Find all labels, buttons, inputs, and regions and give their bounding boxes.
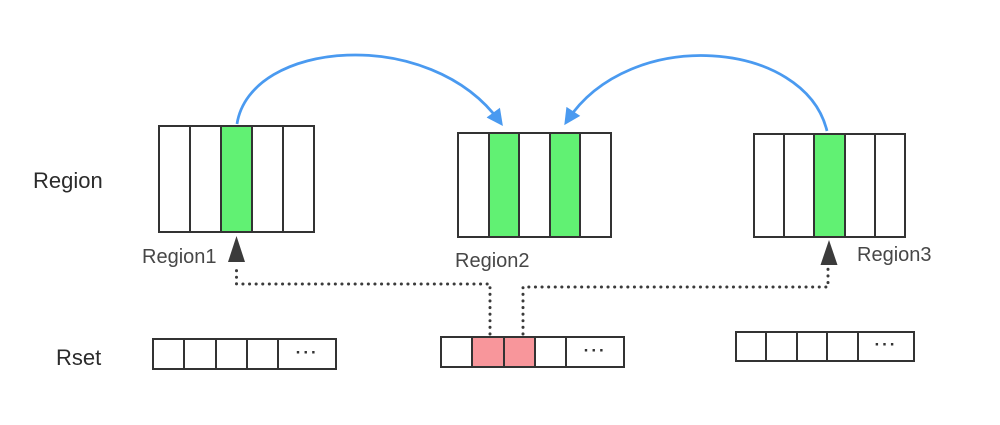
cell-white <box>159 126 190 232</box>
cell-dots: ··· <box>566 337 625 367</box>
region1-box <box>158 125 315 233</box>
cell-dots: ··· <box>278 339 337 369</box>
up-arrowhead-region3-icon <box>820 240 838 265</box>
region1-label: Region1 <box>142 246 217 268</box>
cell-red <box>503 337 535 367</box>
cell-white <box>534 337 567 367</box>
cell-white <box>874 134 906 237</box>
cell-white <box>246 339 279 369</box>
cell-white <box>827 332 858 361</box>
cell-white <box>458 133 489 237</box>
region2-label: Region2 <box>455 250 530 272</box>
rset-pointer-to-region3 <box>521 264 830 336</box>
cell-white <box>441 337 473 367</box>
cell-white <box>283 126 314 232</box>
cell-white <box>252 126 283 232</box>
cell-white <box>784 134 815 237</box>
reference-arrow-region3-to-region2 <box>564 54 829 132</box>
cell-white <box>153 339 185 369</box>
cell-green <box>488 133 520 237</box>
cell-white <box>580 133 611 237</box>
cell-white <box>796 332 828 361</box>
cell-white <box>184 339 216 369</box>
cell-white <box>754 134 785 237</box>
cell-white <box>766 332 797 361</box>
rset1-box: ··· <box>152 338 337 370</box>
region2-box <box>457 132 612 238</box>
cell-green <box>814 134 845 237</box>
region3-box <box>753 133 906 238</box>
cell-white <box>736 332 767 361</box>
cell-green <box>549 133 581 237</box>
rset2-box: ··· <box>440 336 625 368</box>
cell-dots: ··· <box>857 332 914 361</box>
cell-red <box>472 337 504 367</box>
cell-white <box>215 339 247 369</box>
cell-white <box>844 134 875 237</box>
cell-white <box>190 126 221 232</box>
cell-white <box>519 133 550 237</box>
region-axis-label: Region <box>33 168 103 193</box>
rset-pointer-to-region1 <box>235 264 492 336</box>
reference-arrow-region1-to-region2 <box>235 53 503 127</box>
rset-axis-label: Rset <box>56 345 102 370</box>
up-arrowhead-region1-icon <box>228 236 245 262</box>
region3-label: Region3 <box>857 244 932 266</box>
cell-green <box>221 126 252 232</box>
rset3-box: ··· <box>735 331 915 362</box>
